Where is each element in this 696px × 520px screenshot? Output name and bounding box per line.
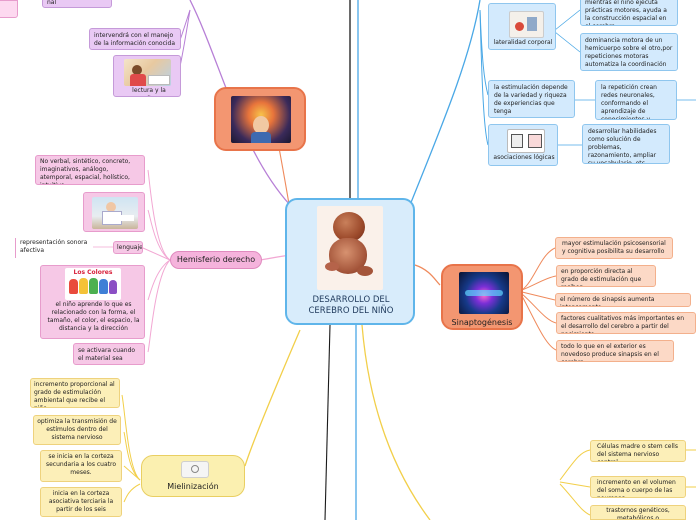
bottom-item-3-text: trastornos genéticos, metabólicos o nutr… [606, 507, 670, 520]
language-node[interactable]: lenguaje [113, 241, 143, 254]
stimulation-text: la estimulación depende de la variedad y… [494, 84, 568, 115]
mielin-item-2-text: optimiza la transmisión de estímulos den… [37, 418, 117, 441]
brain-image-node[interactable] [214, 87, 306, 151]
bottom-item-2-text: incremento en el volumen del soma o cuer… [597, 479, 676, 497]
skills-text: desarrollar habilidades como solución de… [588, 128, 657, 164]
associations-image [507, 129, 545, 153]
laterality-node[interactable]: lateralidad corporal [488, 3, 556, 50]
skills-node[interactable]: desarrollar habilidades como solución de… [582, 124, 670, 164]
synapto-item-4[interactable]: factores cualitativos más importantes en… [556, 312, 696, 334]
central-title: DESARROLLO DEL CEREBRO DEL NIÑO [308, 295, 394, 316]
myelination-label: Mielinización [167, 482, 219, 491]
laterality-image [509, 11, 544, 38]
bottom-item-1[interactable]: Células madre o stem cells del sistema n… [590, 440, 686, 462]
representation-text: representación sonora afectiva [20, 239, 88, 254]
mielin-item-3[interactable]: se inicia en la corteza secundaria a los… [40, 450, 122, 482]
reading-node[interactable]: lectura y la escritura. [113, 55, 181, 97]
top-left-fragment-text: nal [47, 0, 57, 6]
hemisphere-description-text: No verbal, sintético, concreto, imaginat… [40, 158, 131, 184]
bottom-item-3[interactable]: trastornos genéticos, metabólicos o nutr… [590, 505, 686, 520]
synapto-item-1[interactable]: mayor estimulación psicosensorial y cogn… [555, 237, 673, 259]
synapto-item-2[interactable]: en proporción directa al grado de estimu… [556, 265, 656, 287]
central-topic[interactable]: DESARROLLO DEL CEREBRO DEL NIÑO [285, 198, 415, 325]
camera-icon [181, 461, 209, 478]
hemisphere-topic[interactable]: Hemisferio derecho [170, 251, 262, 269]
practice-text: mientras el niño ejecuta prácticas motor… [585, 0, 667, 25]
bottom-item-2[interactable]: incremento en el volumen del soma o cuer… [590, 476, 686, 498]
pink-cluster-stub [0, 0, 18, 18]
colors-image: Los Colores [65, 268, 121, 300]
hemisphere-label: Hemisferio derecho [176, 255, 256, 264]
brain-child-image [231, 96, 291, 143]
associations-node[interactable]: asociaciones lógicas [488, 124, 558, 166]
mielin-item-3-text: se inicia en la corteza secundaria a los… [45, 453, 117, 476]
myelination-topic[interactable]: Mielinización [141, 455, 245, 497]
mielin-item-4-text: inicia en la corteza asociativa terciari… [48, 490, 114, 513]
stimulation-node[interactable]: la estimulación depende de la variedad y… [488, 80, 575, 118]
activates-text: se activara cuando el material sea nuevo [78, 347, 136, 364]
synaptogenesis-label: Sinaptogénesis [451, 318, 513, 327]
top-left-fragment-node[interactable]: nal [42, 0, 112, 8]
colors-learning-node[interactable]: Los Colores el niño aprende lo que es re… [40, 265, 145, 339]
reading-image [124, 59, 171, 86]
synapto-item-3-text: el número de sinapsis aumenta intensamen… [560, 296, 655, 306]
hemisphere-description-node[interactable]: No verbal, sintético, concreto, imaginat… [35, 155, 145, 185]
mielin-item-1[interactable]: incremento proporcional al grado de esti… [30, 378, 120, 408]
mielin-item-4[interactable]: inicia en la corteza asociativa terciari… [40, 487, 122, 517]
practice-node[interactable]: mientras el niño ejecuta prácticas motor… [580, 0, 678, 26]
mielin-item-1-text: incremento proporcional al grado de esti… [34, 381, 115, 407]
hemisphere-image-node[interactable] [83, 192, 145, 232]
synapto-item-5[interactable]: todo lo que en el exterior es novedoso p… [556, 340, 674, 362]
associations-text: asociaciones lógicas [493, 154, 555, 161]
synapse-image [459, 272, 509, 314]
synapto-item-5-text: todo lo que en el exterior es novedoso p… [561, 343, 659, 361]
representation-node[interactable]: representación sonora afectiva [15, 238, 93, 258]
information-node[interactable]: intervendrá con el manejo de la informac… [89, 28, 181, 50]
reading-text: lectura y la escritura. [132, 87, 166, 96]
synapto-item-3[interactable]: el número de sinapsis aumenta intensamen… [555, 293, 691, 307]
laterality-text: lateralidad corporal [493, 39, 553, 46]
mielin-item-2[interactable]: optimiza la transmisión de estímulos den… [33, 415, 121, 445]
networks-text: la repetición crean redes neuronales, co… [601, 84, 657, 120]
information-text: intervendrá con el manejo de la informac… [94, 32, 176, 47]
synapto-item-4-text: factores cualitativos más importantes en… [561, 315, 685, 333]
bottom-item-1-text: Células madre o stem cells del sistema n… [597, 443, 678, 461]
language-text: lenguaje [117, 244, 143, 251]
embryo-image [317, 206, 383, 290]
colors-image-title: Los Colores [73, 269, 113, 276]
activates-node[interactable]: se activara cuando el material sea nuevo [73, 343, 145, 365]
synapto-item-1-text: mayor estimulación psicosensorial y cogn… [562, 240, 666, 255]
networks-node[interactable]: la repetición crean redes neuronales, co… [595, 80, 677, 120]
synapto-item-2-text: en proporción directa al grado de estimu… [561, 268, 642, 286]
child-drawing-image [92, 197, 138, 229]
dominance-node[interactable]: dominancia motora de un hemicuerpo sobre… [580, 33, 678, 71]
colors-learning-text: el niño aprende lo que es relacionado co… [47, 301, 140, 332]
synaptogenesis-topic[interactable]: Sinaptogénesis [441, 264, 523, 330]
dominance-text: dominancia motora de un hemicuerpo sobre… [585, 37, 673, 68]
